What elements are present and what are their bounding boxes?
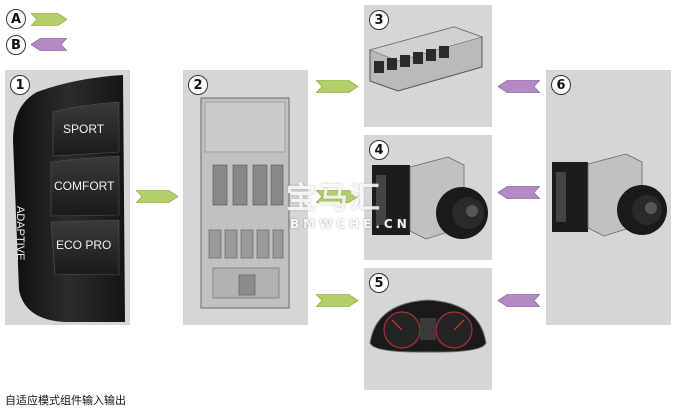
- adaptive-label: ADAPTIVE: [14, 206, 26, 261]
- purple-arrow-left-icon: [31, 38, 67, 51]
- drive-mode-switch-illustration: [13, 75, 125, 322]
- green-arrow-right-icon: [31, 13, 67, 26]
- figure-caption: 自适应模式组件输入输出: [5, 394, 126, 407]
- control-unit-illustration: [200, 97, 290, 309]
- panel-body-domain-controller: 2: [183, 70, 308, 325]
- legend-badge-b: B: [6, 35, 26, 55]
- green-arrow-right-icon: [136, 190, 178, 203]
- mode-comfort-label: COMFORT: [54, 179, 115, 193]
- instrument-cluster-illustration: [369, 299, 487, 353]
- watermark-url: BMWCHE.CN: [290, 217, 411, 231]
- panel-dsc-source: 6: [546, 70, 671, 325]
- panel-instrument-cluster: 5: [364, 268, 492, 390]
- panel-engine-control-unit: 3: [364, 5, 492, 127]
- green-arrow-right-icon: [316, 190, 358, 203]
- badge-1: 1: [10, 75, 30, 95]
- badge-4: 4: [369, 140, 389, 160]
- panel-drive-mode-switch: 1 ADAPTIVE SPORT COMFORT ECO PRO: [5, 70, 130, 325]
- legend-badge-a: A: [6, 9, 26, 29]
- mode-ecopro-label: ECO PRO: [56, 238, 112, 252]
- badge-6: 6: [551, 75, 571, 95]
- purple-arrow-left-icon: [498, 294, 540, 307]
- badge-3: 3: [369, 10, 389, 30]
- watermark-main: 宝马汇: [286, 181, 382, 216]
- ecu-illustration: [369, 26, 483, 92]
- dsc-unit-illustration: [372, 156, 488, 240]
- mode-sport-label: SPORT: [63, 122, 105, 136]
- purple-arrow-left-icon: [498, 80, 540, 93]
- badge-5: 5: [369, 273, 389, 293]
- dsc-source-illustration: [552, 153, 667, 237]
- green-arrow-right-icon: [316, 80, 358, 93]
- purple-arrow-left-icon: [498, 186, 540, 199]
- badge-2: 2: [188, 75, 208, 95]
- panel-dsc-unit: 4: [364, 135, 492, 260]
- green-arrow-right-icon: [316, 294, 358, 307]
